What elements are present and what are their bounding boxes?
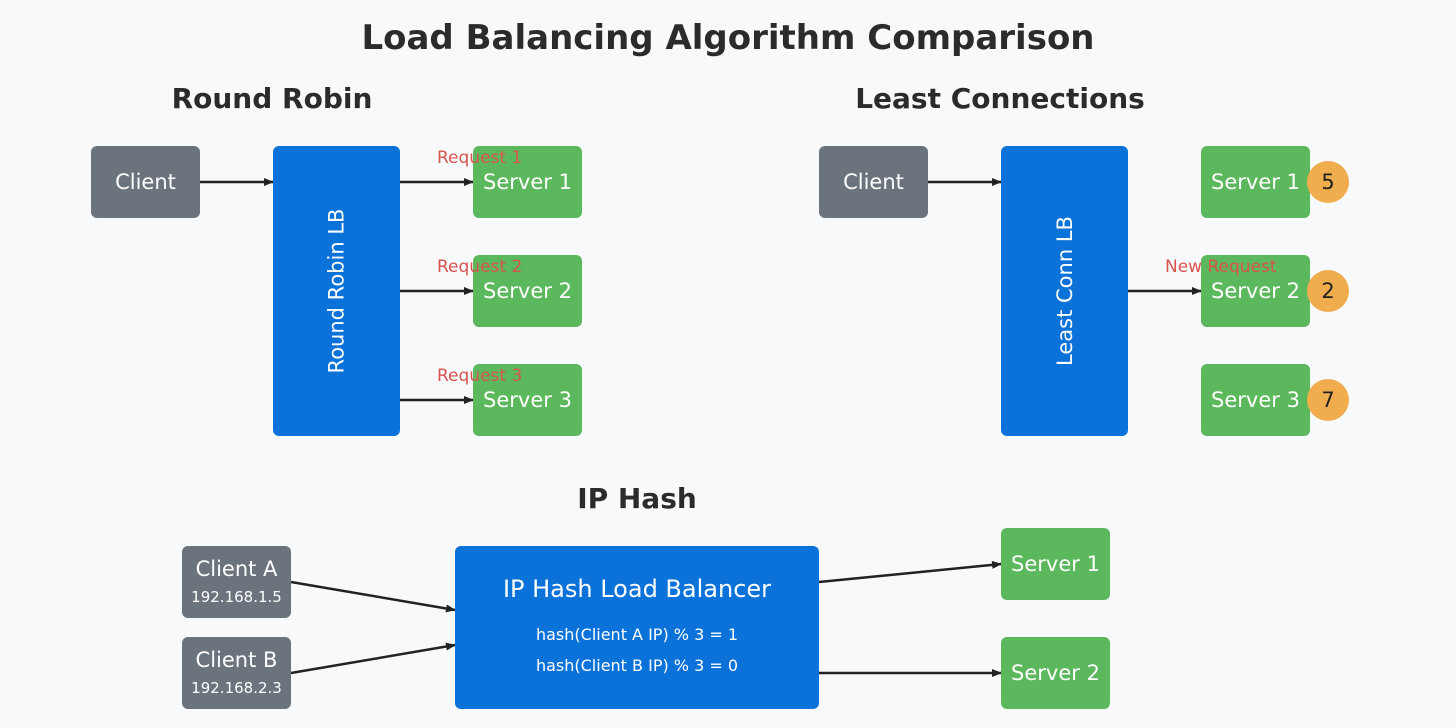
arrow-ip-lb-server1 bbox=[818, 560, 1002, 584]
ip-client-b-name: Client B bbox=[195, 648, 278, 672]
lc-client-box: Client bbox=[819, 146, 928, 218]
rr-server-1-label: Server 1 bbox=[483, 170, 572, 194]
least-connections-title: Least Connections bbox=[855, 82, 1145, 115]
arrow-ip-clientA-lb bbox=[290, 580, 456, 613]
lc-lb-label: Least Conn LB bbox=[1052, 216, 1077, 366]
ip-client-a-box: Client A 192.168.1.5 bbox=[182, 546, 291, 618]
round-robin-title: Round Robin bbox=[171, 82, 373, 115]
ip-lb-hash-a: hash(Client A IP) % 3 = 1 bbox=[535, 624, 739, 644]
ip-client-b-box: Client B 192.168.2.3 bbox=[182, 637, 291, 709]
ip-server-1-label: Server 1 bbox=[1011, 552, 1100, 576]
lc-server-1-label: Server 1 bbox=[1211, 170, 1300, 194]
ip-server-1: Server 1 bbox=[1001, 528, 1110, 600]
rr-lb-label: Round Robin LB bbox=[324, 208, 349, 374]
lc-server-2: Server 2 bbox=[1201, 255, 1310, 327]
rr-server-3: Server 3 bbox=[473, 364, 582, 436]
lc-new-request-label: New Request bbox=[1165, 257, 1277, 277]
arrow-ip-clientB-lb bbox=[290, 642, 456, 675]
lc-server-1: Server 1 bbox=[1201, 146, 1310, 218]
lc-server-3: Server 3 bbox=[1201, 364, 1310, 436]
rr-server-3-label: Server 3 bbox=[483, 388, 572, 412]
lc-client-label: Client bbox=[843, 170, 904, 194]
rr-server-2-label: Server 2 bbox=[483, 279, 572, 303]
ip-client-a-ip: 192.168.1.5 bbox=[191, 588, 282, 606]
diagram-title: Load Balancing Algorithm Comparison bbox=[361, 18, 1095, 58]
ip-hash-title: IP Hash bbox=[577, 482, 697, 515]
rr-request-1-label: Request 1 bbox=[437, 148, 523, 168]
lc-server-2-label: Server 2 bbox=[1211, 279, 1300, 303]
lc-server-1-connections-badge: 5 bbox=[1307, 161, 1349, 203]
ip-server-2: Server 2 bbox=[1001, 637, 1110, 709]
ip-hash-load-balancer: IP Hash Load Balancer hash(Client A IP) … bbox=[455, 546, 819, 709]
ip-lb-hash-b: hash(Client B IP) % 3 = 0 bbox=[535, 655, 739, 675]
rr-client-label: Client bbox=[115, 170, 176, 194]
lc-server-3-connections-badge: 7 bbox=[1307, 379, 1349, 421]
lc-load-balancer: Least Conn LB bbox=[1001, 146, 1128, 436]
lc-server-2-connections-badge: 2 bbox=[1307, 270, 1349, 312]
rr-server-1: Server 1 bbox=[473, 146, 582, 218]
rr-request-3-label: Request 3 bbox=[437, 366, 523, 386]
rr-request-2-label: Request 2 bbox=[437, 257, 523, 277]
ip-client-a-name: Client A bbox=[195, 557, 278, 581]
rr-load-balancer: Round Robin LB bbox=[273, 146, 400, 436]
ip-client-b-ip: 192.168.2.3 bbox=[191, 679, 282, 697]
rr-server-2: Server 2 bbox=[473, 255, 582, 327]
rr-client-box: Client bbox=[91, 146, 200, 218]
ip-server-2-label: Server 2 bbox=[1011, 661, 1100, 685]
lc-server-3-label: Server 3 bbox=[1211, 388, 1300, 412]
ip-lb-title: IP Hash Load Balancer bbox=[502, 574, 772, 603]
